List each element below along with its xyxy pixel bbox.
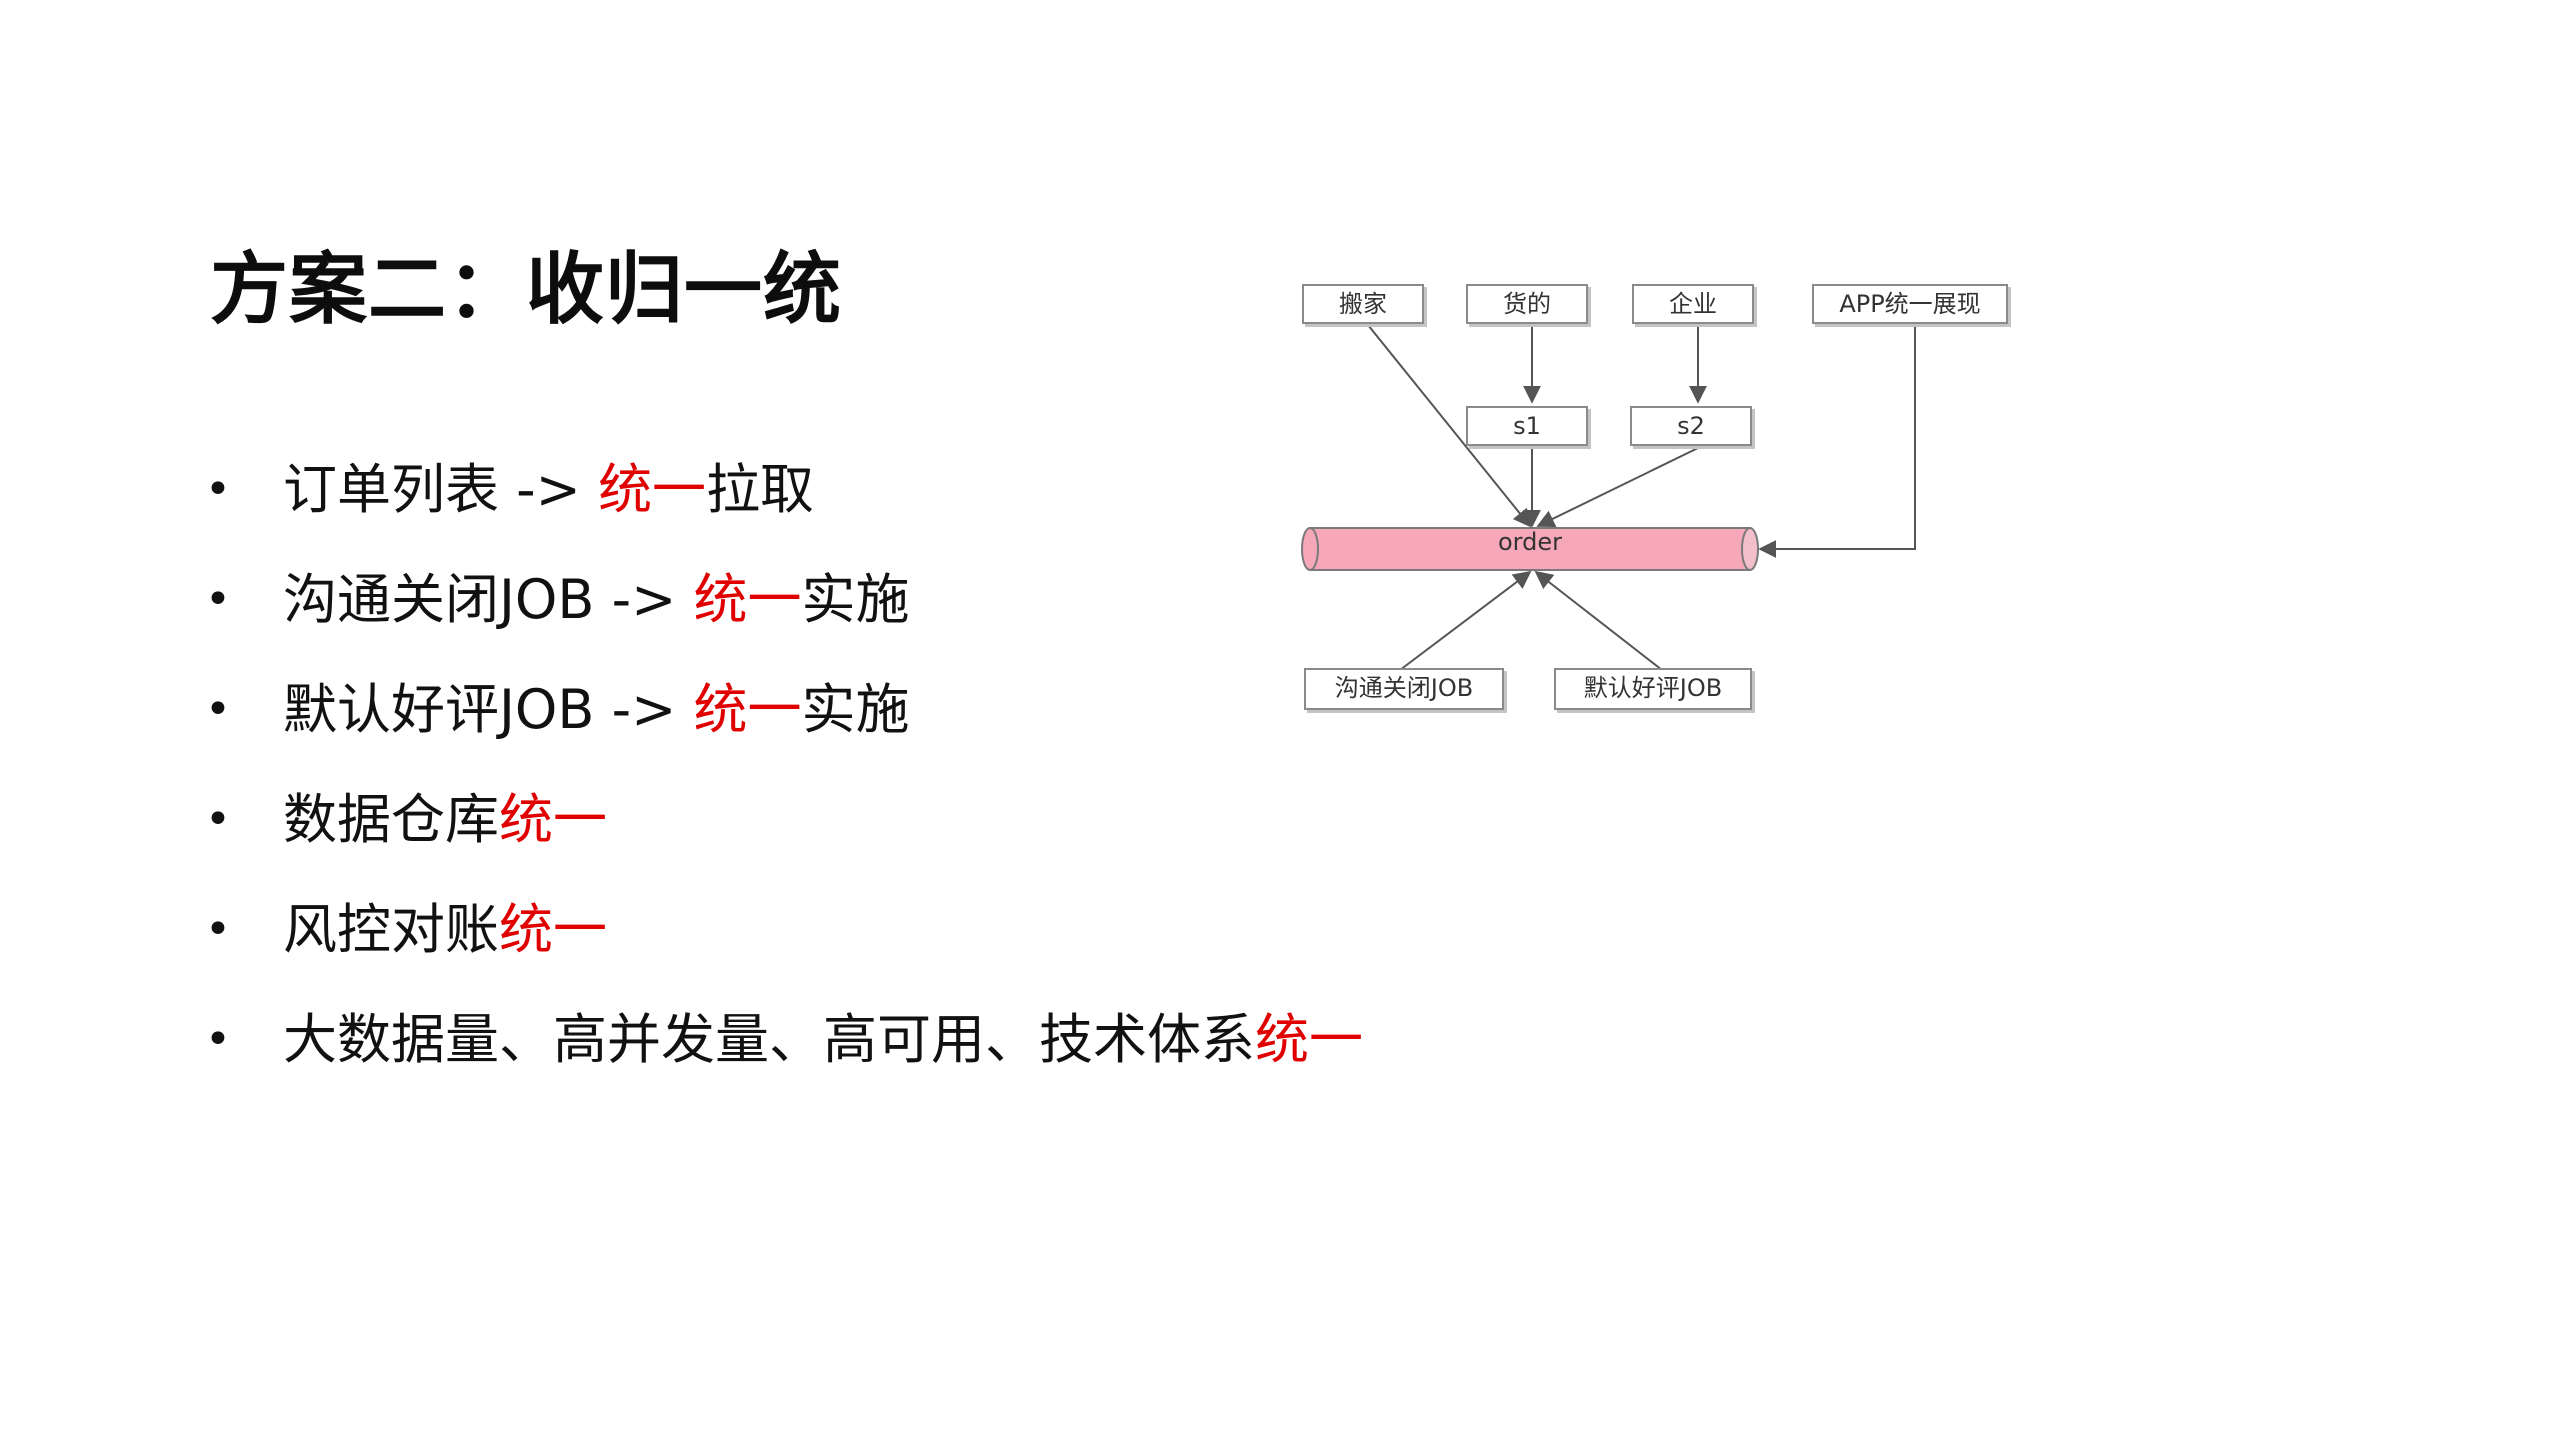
bullet-text: 大数据量、高并发量、高可用、技术体系: [283, 1008, 1255, 1071]
node-qiye: 企业: [1632, 284, 1754, 324]
bullet-text: 沟通关闭JOB ->: [283, 568, 694, 631]
diagram-connectors: [1301, 324, 1916, 671]
bullet-item: • 风控对账统一: [205, 875, 1363, 985]
node-s2: s2: [1630, 406, 1752, 446]
architecture-diagram: 搬家 货的 企业 APP统一展现 s1 s2 order 沟通关闭JOB 默认好…: [1290, 270, 2040, 740]
node-banjia: 搬家: [1302, 284, 1424, 324]
bullet-dot: •: [205, 1014, 231, 1065]
slide-title: 方案二：收归一统: [210, 245, 843, 335]
bullet-highlight: 统一: [1255, 1008, 1363, 1071]
bullet-item: • 大数据量、高并发量、高可用、技术体系统一: [205, 985, 1363, 1095]
bullet-item: • 默认好评JOB -> 统一实施: [205, 655, 1363, 765]
arrow-app-order: [1758, 325, 1916, 558]
bullet-dot: •: [205, 684, 231, 735]
bullet-tail: 实施: [801, 568, 910, 631]
bullet-item: • 订单列表 -> 统一拉取: [205, 435, 1363, 545]
arrow-goutong-order: [1399, 570, 1532, 671]
bullet-item: • 数据仓库统一: [205, 765, 1363, 875]
order-queue-shape: [1301, 527, 1759, 571]
bullet-dot: •: [205, 904, 231, 955]
bullet-list: •订单列表 -> 统一拉取 •沟通关闭JOB -> 统一实施 •默认好评JOB …: [205, 435, 1363, 1095]
bullet-text: 风控对账: [283, 898, 499, 961]
node-s1: s1: [1466, 406, 1588, 446]
node-goutong-job: 沟通关闭JOB: [1304, 668, 1504, 710]
bullet-highlight: 统一: [598, 458, 707, 521]
bullet-text: 数据仓库: [283, 788, 499, 851]
bullet-dot: •: [205, 574, 231, 625]
node-huodi: 货的: [1466, 284, 1588, 324]
bullet-highlight: 统一: [499, 898, 607, 961]
arrow-banjia-order: [1367, 324, 1532, 528]
node-moren-job: 默认好评JOB: [1554, 668, 1752, 710]
node-app: APP统一展现: [1812, 284, 2008, 324]
bullet-dot: •: [205, 794, 231, 845]
bullet-dot: •: [205, 464, 231, 515]
bullet-highlight: 统一: [693, 568, 802, 631]
arrow-s2-order: [1536, 447, 1699, 527]
bullet-highlight: 统一: [693, 678, 802, 741]
arrow-moren-order: [1534, 570, 1663, 671]
bullet-tail: 实施: [801, 678, 910, 741]
diagram-arrows: [1367, 324, 1916, 671]
bullet-highlight: 统一: [499, 788, 607, 851]
bullet-item: • 沟通关闭JOB -> 统一实施: [205, 545, 1363, 655]
bullet-tail: 拉取: [706, 458, 815, 521]
bullet-text: 订单列表 ->: [283, 458, 599, 521]
bullet-text: 默认好评JOB ->: [283, 678, 694, 741]
